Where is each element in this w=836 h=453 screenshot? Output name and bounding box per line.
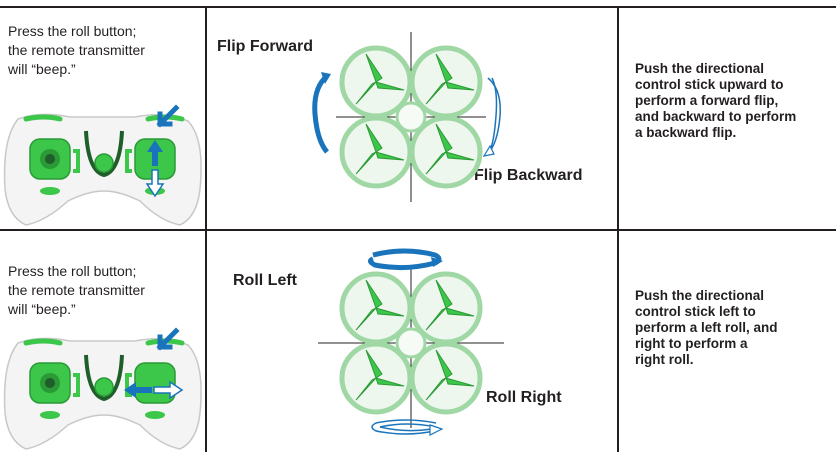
row2-instruction: Press the roll button; the remote transm…	[8, 263, 145, 317]
roll-left-label: Roll Left	[233, 272, 297, 289]
stick-left-right-arrow-icon	[124, 380, 184, 400]
row2-description: Push the directional control stick left …	[635, 288, 778, 367]
flip-forward-label: Flip Forward	[217, 38, 313, 55]
stick-up-down-arrow-icon	[145, 140, 165, 198]
press-arrow-icon	[156, 327, 180, 351]
roll-left-arrow-icon	[367, 248, 443, 271]
row-divider	[0, 229, 836, 231]
roll-right-label: Roll Right	[486, 389, 562, 406]
column-divider-right	[617, 6, 619, 452]
remote-controller-image	[3, 337, 202, 450]
flip-backward-label: Flip Backward	[474, 167, 583, 184]
column-divider-left	[205, 6, 207, 452]
flip-forward-arrow-icon	[312, 72, 331, 154]
row1-instruction: Press the roll button; the remote transm…	[8, 23, 145, 77]
row1-description: Push the directional control stick upwar…	[635, 61, 797, 140]
table-top-border	[0, 6, 836, 8]
press-arrow-icon	[156, 104, 180, 128]
roll-right-arrow-icon	[371, 419, 444, 436]
drone-image-roll	[318, 268, 504, 428]
flip-backward-arrow-icon	[482, 77, 501, 157]
drone-image-flip	[336, 32, 486, 202]
